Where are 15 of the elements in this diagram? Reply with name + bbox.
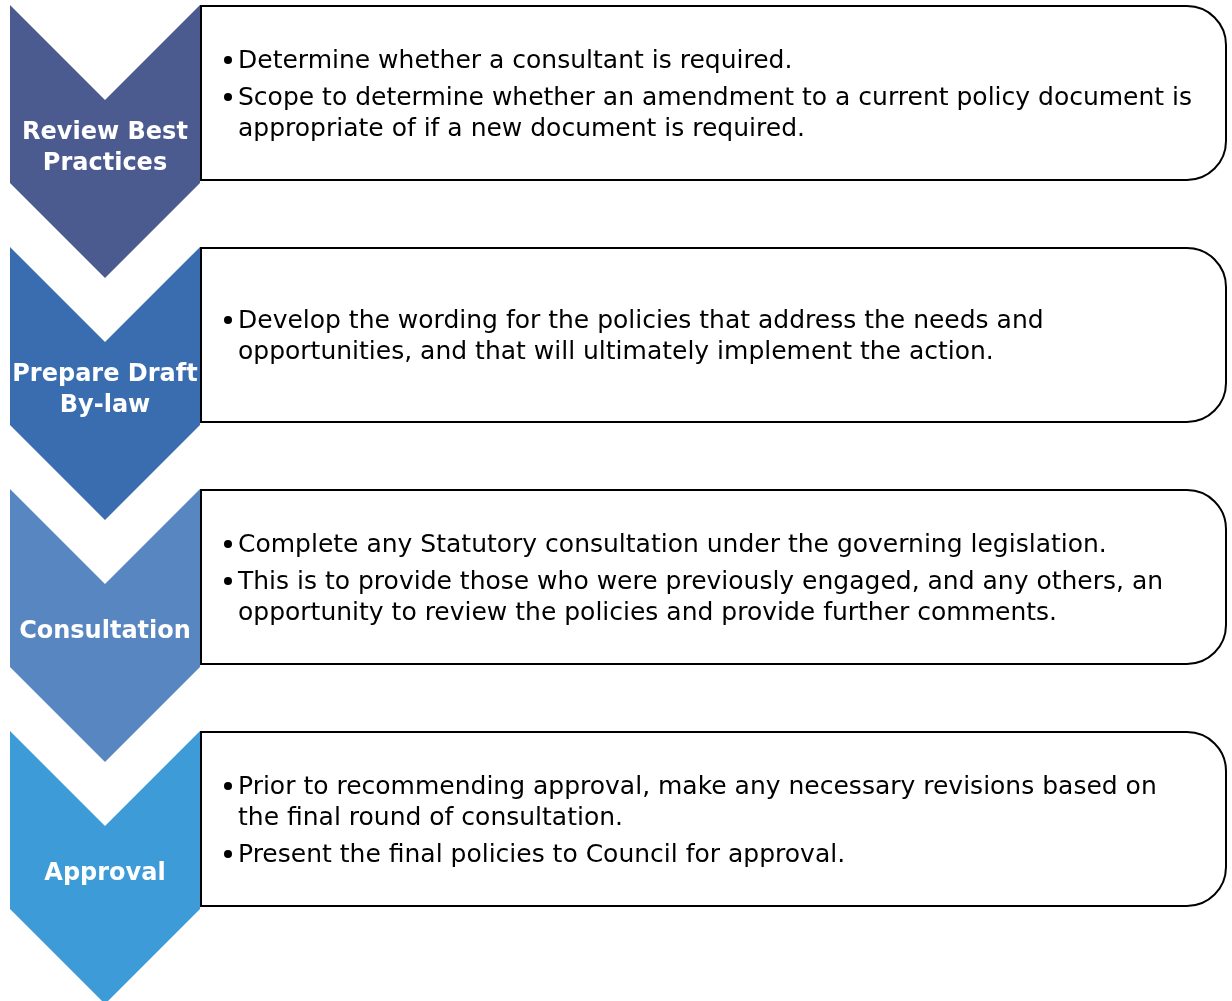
step-title: Review Best Practices bbox=[21, 115, 189, 178]
step-title: Approval bbox=[43, 857, 167, 888]
description-box bbox=[200, 247, 1227, 423]
bullet-text: Present the final policies to Council for approval. bbox=[238, 837, 847, 869]
bullet-text: Prior to recommending approval, make any necessary revisions based on the final round of consultation. bbox=[238, 769, 1158, 832]
step-title: Consultation bbox=[18, 615, 192, 646]
step-title: Prepare Draft By-law bbox=[11, 357, 199, 420]
description-box bbox=[200, 489, 1227, 665]
bullet-text: This is to provide those who were previously engaged, and any others, an opportunity to review the policies and provide further comments. bbox=[238, 564, 1165, 627]
bullet-text: Develop the wording for the policies that address the needs and opportunities, and that will ultimately implement the action. bbox=[238, 304, 1045, 366]
bullet-text: Complete any Statutory consultation under the governing legislation. bbox=[238, 527, 1108, 559]
bullet-text: Determine whether a consultant is required. bbox=[238, 43, 794, 75]
description-box bbox=[200, 5, 1227, 181]
bullet-text: Scope to determine whether an amendment to a current policy document is appropriate of if a new document is required. bbox=[238, 80, 1194, 143]
description-box bbox=[200, 731, 1227, 907]
